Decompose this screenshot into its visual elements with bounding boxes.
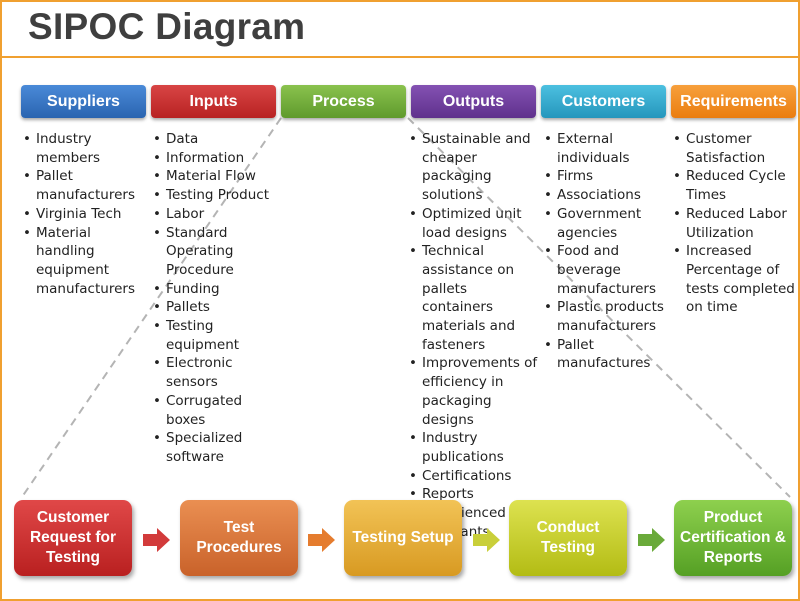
list-item: Labor xyxy=(153,205,275,224)
page-title: SIPOC Diagram xyxy=(28,6,306,47)
list-item: Standard Operating Procedure xyxy=(153,224,275,280)
process-step-certification-reports: Product Certification & Reports xyxy=(674,500,792,576)
header-requirements: Requirements xyxy=(671,85,796,118)
list-item: Certifications xyxy=(409,467,541,486)
header-process: Process xyxy=(281,85,406,118)
list-item: Reduced Cycle Times xyxy=(673,167,795,204)
list-item: Specialized software xyxy=(153,429,275,466)
outputs-list: Sustainable and cheaper packaging soluti… xyxy=(409,130,541,541)
list-item: Testing equipment xyxy=(153,317,275,354)
process-step-customer-request: Customer Request for Testing xyxy=(14,500,132,576)
header-inputs: Inputs xyxy=(151,85,276,118)
requirements-list: Customer Satisfaction Reduced Cycle Time… xyxy=(673,130,795,317)
list-item: Increased Percentage of tests completed … xyxy=(673,242,795,317)
arrow-right-icon xyxy=(308,528,335,552)
list-item: Government agencies xyxy=(544,205,666,242)
title-divider xyxy=(0,56,800,58)
list-item: Information xyxy=(153,149,275,168)
header-suppliers: Suppliers xyxy=(21,85,146,118)
list-item: Electronic sensors xyxy=(153,354,275,391)
list-item: Corrugated boxes xyxy=(153,392,275,429)
list-item: Plastic products manufacturers xyxy=(544,298,666,335)
arrow-right-icon xyxy=(473,528,500,552)
list-item: Data xyxy=(153,130,275,149)
process-step-conduct-testing: Conduct Testing xyxy=(509,500,627,576)
list-item: Reports xyxy=(409,485,541,504)
arrow-right-icon xyxy=(638,528,665,552)
list-item: Optimized unit load designs xyxy=(409,205,541,242)
list-item: Reduced Labor Utilization xyxy=(673,205,795,242)
arrow-right-icon xyxy=(143,528,170,552)
list-item: Sustainable and cheaper packaging soluti… xyxy=(409,130,541,205)
list-item: Material handling equipment manufacturer… xyxy=(23,224,145,299)
list-item: Testing Product xyxy=(153,186,275,205)
list-item: Pallets xyxy=(153,298,275,317)
customers-list: External individuals Firms Associations … xyxy=(544,130,666,373)
list-item: Virginia Tech xyxy=(23,205,145,224)
list-item: Material Flow xyxy=(153,167,275,186)
list-item: Food and beverage manufacturers xyxy=(544,242,666,298)
list-item: External individuals xyxy=(544,130,666,167)
list-item: Industry members xyxy=(23,130,145,167)
process-step-test-procedures: Test Procedures xyxy=(180,500,298,576)
list-item: Improvements of efficiency in packaging … xyxy=(409,354,541,429)
list-item: Technical assistance on pallets containe… xyxy=(409,242,541,354)
suppliers-list: Industry members Pallet manufacturers Vi… xyxy=(23,130,145,298)
list-item: Industry publications xyxy=(409,429,541,466)
list-item: Firms xyxy=(544,167,666,186)
header-outputs: Outputs xyxy=(411,85,536,118)
inputs-list: Data Information Material Flow Testing P… xyxy=(153,130,275,467)
list-item: Associations xyxy=(544,186,666,205)
list-item: Pallet manufactures xyxy=(544,336,666,373)
header-customers: Customers xyxy=(541,85,666,118)
list-item: Customer Satisfaction xyxy=(673,130,795,167)
list-item: Funding xyxy=(153,280,275,299)
list-item: Pallet manufacturers xyxy=(23,167,145,204)
process-step-testing-setup: Testing Setup xyxy=(344,500,462,576)
